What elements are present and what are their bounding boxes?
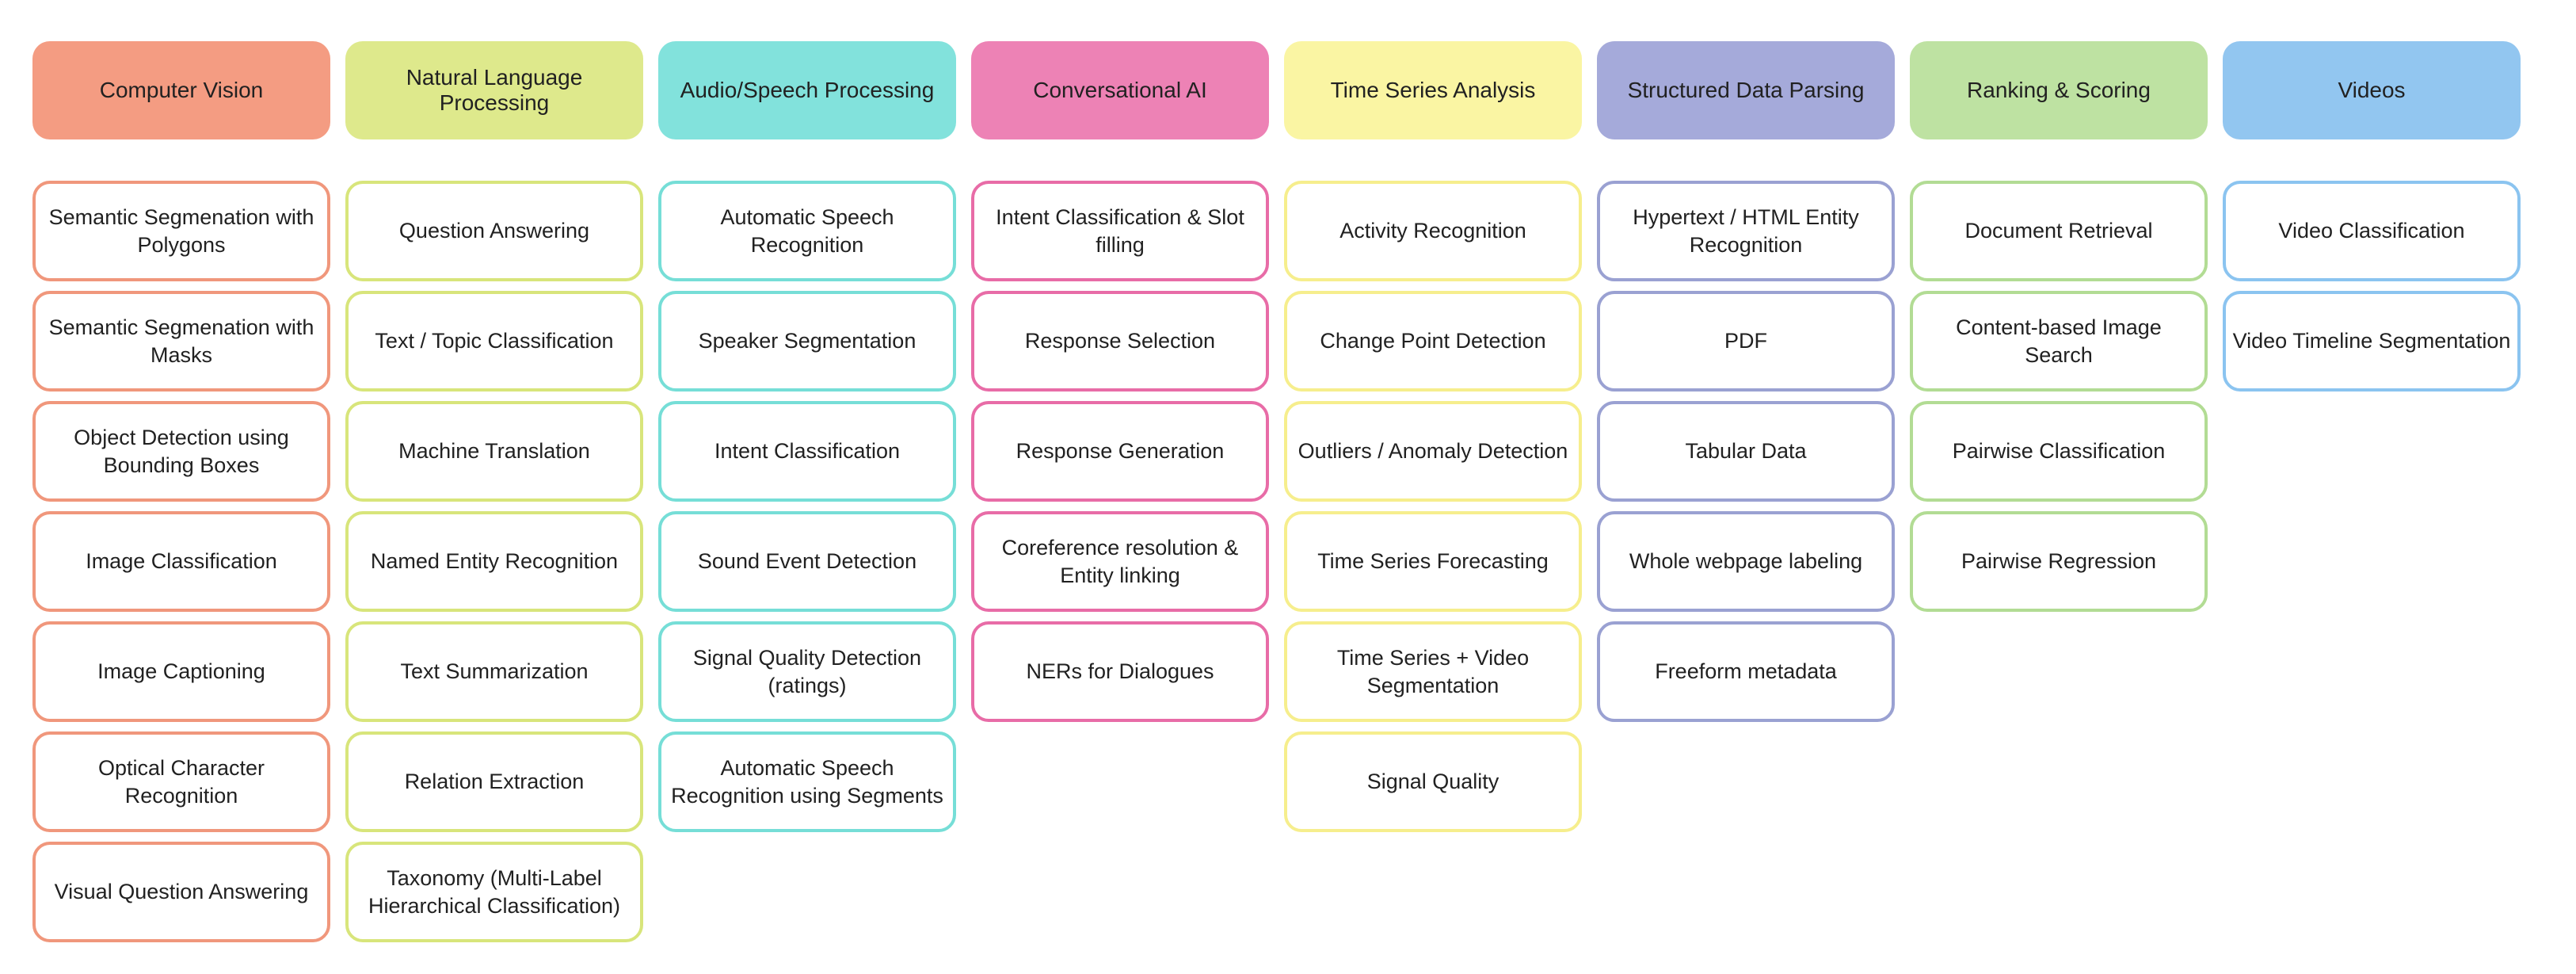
task-card: Video Classification — [2223, 181, 2521, 281]
task-card: Question Answering — [345, 181, 643, 281]
category-header-audio-speech-processing: Audio/Speech Processing — [658, 41, 956, 139]
task-card: Time Series Forecasting — [1284, 511, 1582, 612]
task-card: Relation Extraction — [345, 731, 643, 832]
task-card: Object Detection using Bounding Boxes — [32, 401, 330, 502]
task-card: Whole webpage labeling — [1597, 511, 1895, 612]
task-card: NERs for Dialogues — [971, 621, 1269, 722]
task-card: Content-based Image Search — [1910, 291, 2208, 392]
task-card: Optical Character Recognition — [32, 731, 330, 832]
category-header-videos: Videos — [2223, 41, 2521, 139]
task-card: Pairwise Classification — [1910, 401, 2208, 502]
task-card: Change Point Detection — [1284, 291, 1582, 392]
task-card: Automatic Speech Recognition — [658, 181, 956, 281]
task-card: Automatic Speech Recognition using Segme… — [658, 731, 956, 832]
task-card: Image Classification — [32, 511, 330, 612]
task-card: Freeform metadata — [1597, 621, 1895, 722]
task-card: Text / Topic Classification — [345, 291, 643, 392]
task-card: Sound Event Detection — [658, 511, 956, 612]
task-card: Semantic Segmenation with Polygons — [32, 181, 330, 281]
task-card: Named Entity Recognition — [345, 511, 643, 612]
task-card: Signal Quality Detection (ratings) — [658, 621, 956, 722]
task-card: Intent Classification & Slot filling — [971, 181, 1269, 281]
category-header-computer-vision: Computer Vision — [32, 41, 330, 139]
task-card: Document Retrieval — [1910, 181, 2208, 281]
task-card: Visual Question Answering — [32, 842, 330, 942]
task-card: Response Generation — [971, 401, 1269, 502]
task-card: Semantic Segmenation with Masks — [32, 291, 330, 392]
task-card: Activity Recognition — [1284, 181, 1582, 281]
task-card: Video Timeline Segmentation — [2223, 291, 2521, 392]
task-card: Response Selection — [971, 291, 1269, 392]
task-card: Tabular Data — [1597, 401, 1895, 502]
category-column-conversational-ai: Conversational AI Intent Classification &… — [971, 41, 1269, 942]
task-card: Time Series + Video Segmentation — [1284, 621, 1582, 722]
task-card: Outliers / Anomaly Detection — [1284, 401, 1582, 502]
category-header-conversational-ai: Conversational AI — [971, 41, 1269, 139]
task-card: Pairwise Regression — [1910, 511, 2208, 612]
category-header-ranking-scoring: Ranking & Scoring — [1910, 41, 2208, 139]
task-card: Hypertext / HTML Entity Recognition — [1597, 181, 1895, 281]
category-header-natural-language-processing: Natural Language Processing — [345, 41, 643, 139]
task-card: Intent Classification — [658, 401, 956, 502]
category-header-time-series-analysis: Time Series Analysis — [1284, 41, 1582, 139]
task-card: Taxonomy (Multi-Label Hierarchical Class… — [345, 842, 643, 942]
category-header-structured-data-parsing: Structured Data Parsing — [1597, 41, 1895, 139]
task-card: Machine Translation — [345, 401, 643, 502]
task-card: Text Summarization — [345, 621, 643, 722]
task-card: Image Captioning — [32, 621, 330, 722]
task-card: Speaker Segmentation — [658, 291, 956, 392]
task-card: Signal Quality — [1284, 731, 1582, 832]
task-card: PDF — [1597, 291, 1895, 392]
task-card: Coreference resolution & Entity linking — [971, 511, 1269, 612]
